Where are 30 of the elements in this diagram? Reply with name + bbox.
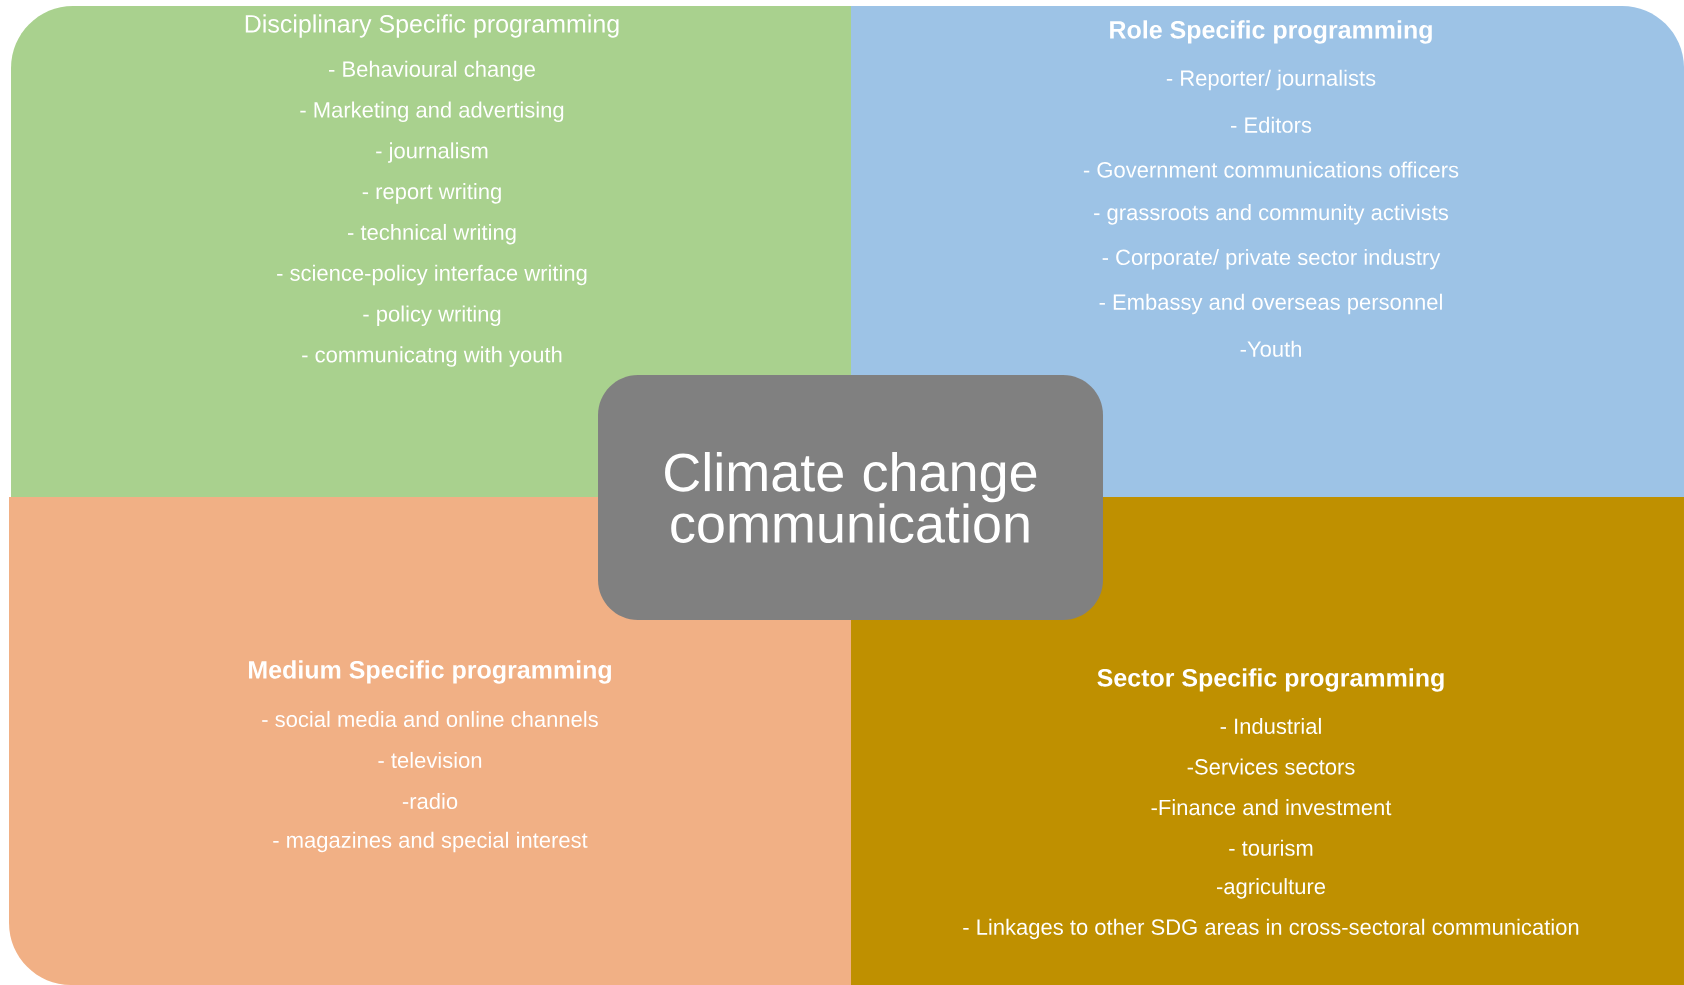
list-item: -Youth (1240, 340, 1301, 357)
list-item: - magazines and special interest (273, 831, 588, 853)
list-item: - Corporate/ private sector industry (1102, 248, 1441, 270)
list-item: -Finance and investment (1151, 799, 1392, 816)
list-item: - journalism (376, 142, 488, 163)
center-box: Climate change communication (598, 375, 1103, 620)
panel-heading: Sector Specific programming (1097, 668, 1444, 692)
list-item: - technical writing (348, 223, 516, 245)
list-item: - communicatng with youth (302, 346, 562, 367)
list-item: - Industrial (1220, 717, 1321, 735)
list-item: - Behavioural change (329, 60, 535, 82)
list-item: - report writing (362, 183, 501, 204)
list-item: - grassroots and community activists (1094, 204, 1449, 225)
list-item: -agriculture (1216, 878, 1326, 899)
list-item: -radio (402, 792, 458, 810)
list-item: -Services sectors (1187, 758, 1355, 775)
list-item: - policy writing (363, 305, 501, 327)
list-item: - Government communications officers (1083, 161, 1459, 178)
panel-heading: Disciplinary Specific programming (245, 14, 619, 38)
list-item: - Reporter/ journalists (1166, 69, 1376, 91)
list-item: - tourism (1229, 839, 1313, 856)
panel-heading: Role Specific programming (1110, 20, 1432, 44)
list-item: - Marketing and advertising (300, 101, 564, 123)
list-item: - Editors (1231, 116, 1312, 133)
list-item: - Embassy and overseas personnel (1099, 293, 1442, 315)
list-item: - social media and online channels (262, 710, 598, 728)
list-item: - Linkages to other SDG areas in cross-sectoral communication (963, 918, 1579, 940)
list-item: - television (378, 751, 482, 769)
list-item: - science-policy interface writing (277, 264, 587, 286)
panel-heading: Medium Specific programming (249, 660, 611, 684)
